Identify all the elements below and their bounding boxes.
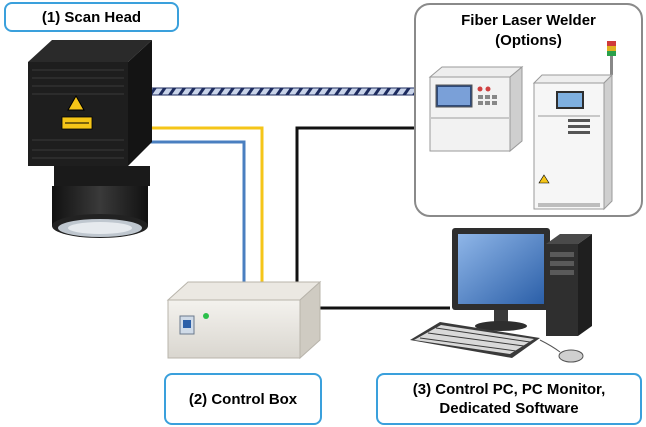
welder-warning-icon [538,174,550,184]
control-pc-label-line1: (3) Control PC, PC Monitor, [412,381,606,398]
mouse [539,339,584,363]
pc-tower [546,234,592,336]
scan-head-label: (1) Scan Head [4,2,179,32]
welder-title-line2: (Options) [495,32,562,49]
fiber-laser-welder-title: Fiber Laser Welder (Options) [416,11,641,51]
pc-monitor [452,228,550,331]
control-pc-label-line2: Dedicated Software [439,400,579,417]
control-box-label-text: (2) Control Box [188,390,298,408]
fiber-laser-welder-panel: Fiber Laser Welder (Options) [414,3,643,217]
black-cable-welder [295,126,430,283]
welder-unit-2 [532,41,616,211]
control-box-device [166,280,322,360]
control-box-label: (2) Control Box [164,373,322,425]
welder-title-line1: Fiber Laser Welder [461,12,596,29]
welder-unit-1 [428,65,524,153]
control-pc-label: (3) Control PC, PC Monitor, Dedicated So… [376,373,642,425]
fiber-cable [149,87,423,96]
power-led [203,313,209,319]
scan-head [28,40,152,238]
signal-cables [150,126,450,310]
blue-cable [150,140,246,283]
welder-illustrations [428,41,616,211]
keyboard [410,322,540,358]
laser-warning-icon [67,94,85,111]
scan-head-label-text: (1) Scan Head [41,8,142,26]
yellow-cable [150,126,264,283]
